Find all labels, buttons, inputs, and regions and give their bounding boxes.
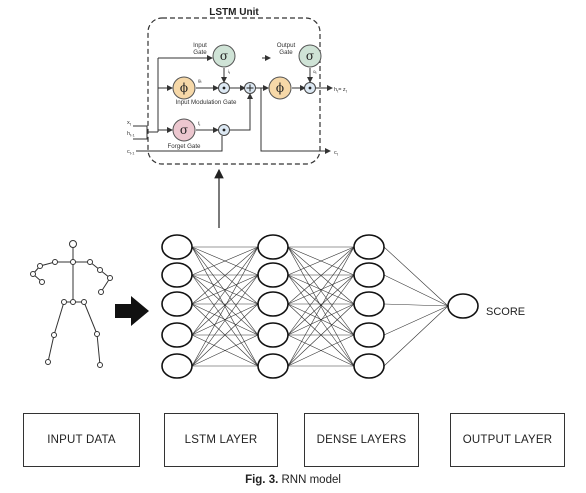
lstm-unit-border xyxy=(147,17,321,165)
network-edge xyxy=(287,274,355,305)
network-nodes xyxy=(161,234,479,379)
network-edge xyxy=(383,246,449,307)
network-edge xyxy=(191,246,259,367)
network-node-layer2-5 xyxy=(257,353,289,379)
lstm-layer-box: LSTM LAYER xyxy=(164,413,278,467)
network-edge xyxy=(191,303,259,367)
forget-gate-sigmoid xyxy=(172,118,196,142)
network-edge xyxy=(191,274,259,367)
network-edge xyxy=(191,274,259,336)
input-gate-sigmoid xyxy=(212,44,236,68)
sym-ct1: ct-1 xyxy=(127,149,135,156)
network-edge xyxy=(191,246,259,305)
lstm-title: LSTM Unit xyxy=(209,7,259,18)
network-node-layer3-4 xyxy=(353,322,385,348)
skeleton-figure xyxy=(30,240,113,368)
sym-gt: gt xyxy=(198,78,202,84)
network-node-layer1-3 xyxy=(161,291,193,317)
input-arrow xyxy=(115,296,149,326)
network-node-layer4-1 xyxy=(447,293,479,319)
network-node-layer1-5 xyxy=(161,353,193,379)
network-node-layer2-2 xyxy=(257,262,289,288)
output-gate-sigmoid xyxy=(298,44,322,68)
forget-gate-label: Forget Gate xyxy=(167,143,201,150)
network-edge xyxy=(383,305,449,336)
network-node-layer2-3 xyxy=(257,291,289,317)
network-node-layer3-5 xyxy=(353,353,385,379)
lstm-unit: LSTM Unit xt ht-1 ct-1 xyxy=(127,7,348,165)
network-edge xyxy=(191,274,259,305)
network-edge xyxy=(287,274,355,336)
network-node-layer1-4 xyxy=(161,322,193,348)
network-node-layer1-1 xyxy=(161,234,193,260)
input-mod-gate-label: Input Modulation Gate xyxy=(176,99,237,106)
figure-caption: Fig. 3. RNN model xyxy=(0,474,586,486)
network-edge xyxy=(287,246,355,336)
network-edge xyxy=(191,246,259,276)
sym-it: it xyxy=(228,69,230,75)
network-edge xyxy=(191,246,259,336)
network-node-layer1-2 xyxy=(161,262,193,288)
output-layer-box: OUTPUT LAYER xyxy=(450,413,565,467)
network-edge xyxy=(191,334,259,367)
network-edge xyxy=(383,274,449,307)
network-edge xyxy=(191,303,259,336)
network-node-layer2-4 xyxy=(257,322,289,348)
output-gate-sigma: σ xyxy=(306,49,314,63)
sym-xt: xt xyxy=(127,120,132,127)
sym-ct: ct xyxy=(334,150,339,157)
multiply-operator-output xyxy=(304,82,316,94)
network-edge xyxy=(287,274,355,367)
network-node-layer3-1 xyxy=(353,234,385,260)
input-data-box: INPUT DATA xyxy=(23,413,140,467)
network-edge xyxy=(287,303,355,336)
add-operator xyxy=(244,82,256,94)
network-connections xyxy=(191,246,449,367)
network-edge xyxy=(287,246,355,276)
network-edge xyxy=(287,334,355,367)
network-edge xyxy=(287,246,355,305)
network-edge xyxy=(287,246,355,367)
network-node-layer3-2 xyxy=(353,262,385,288)
forget-gate-sigma: σ xyxy=(180,123,188,137)
multiply-operator-input xyxy=(218,82,230,94)
caption-text: RNN model xyxy=(278,474,341,486)
multiply-operator-forget xyxy=(218,124,230,136)
input-gate-sigma: σ xyxy=(220,49,228,63)
input-mod-phi: ϕ xyxy=(180,81,188,95)
cell-tanh-gate xyxy=(268,76,292,100)
network-edge xyxy=(287,303,355,367)
sym-ot: ot xyxy=(313,69,317,75)
caption-fig-number: Fig. 3. xyxy=(245,474,279,486)
dense-layers-box: DENSE LAYERS xyxy=(304,413,419,467)
input-modulation-gate xyxy=(172,76,196,100)
sym-ft: ft xyxy=(198,121,200,127)
network-node-layer2-1 xyxy=(257,234,289,260)
sym-ht1: ht-1 xyxy=(127,131,136,138)
network-edge xyxy=(383,305,449,367)
network-edge xyxy=(383,303,449,307)
score-label: SCORE xyxy=(486,306,525,318)
cell-phi: ϕ xyxy=(276,81,284,95)
sym-ht-zt: ht= zt xyxy=(334,87,348,94)
network-node-layer3-3 xyxy=(353,291,385,317)
